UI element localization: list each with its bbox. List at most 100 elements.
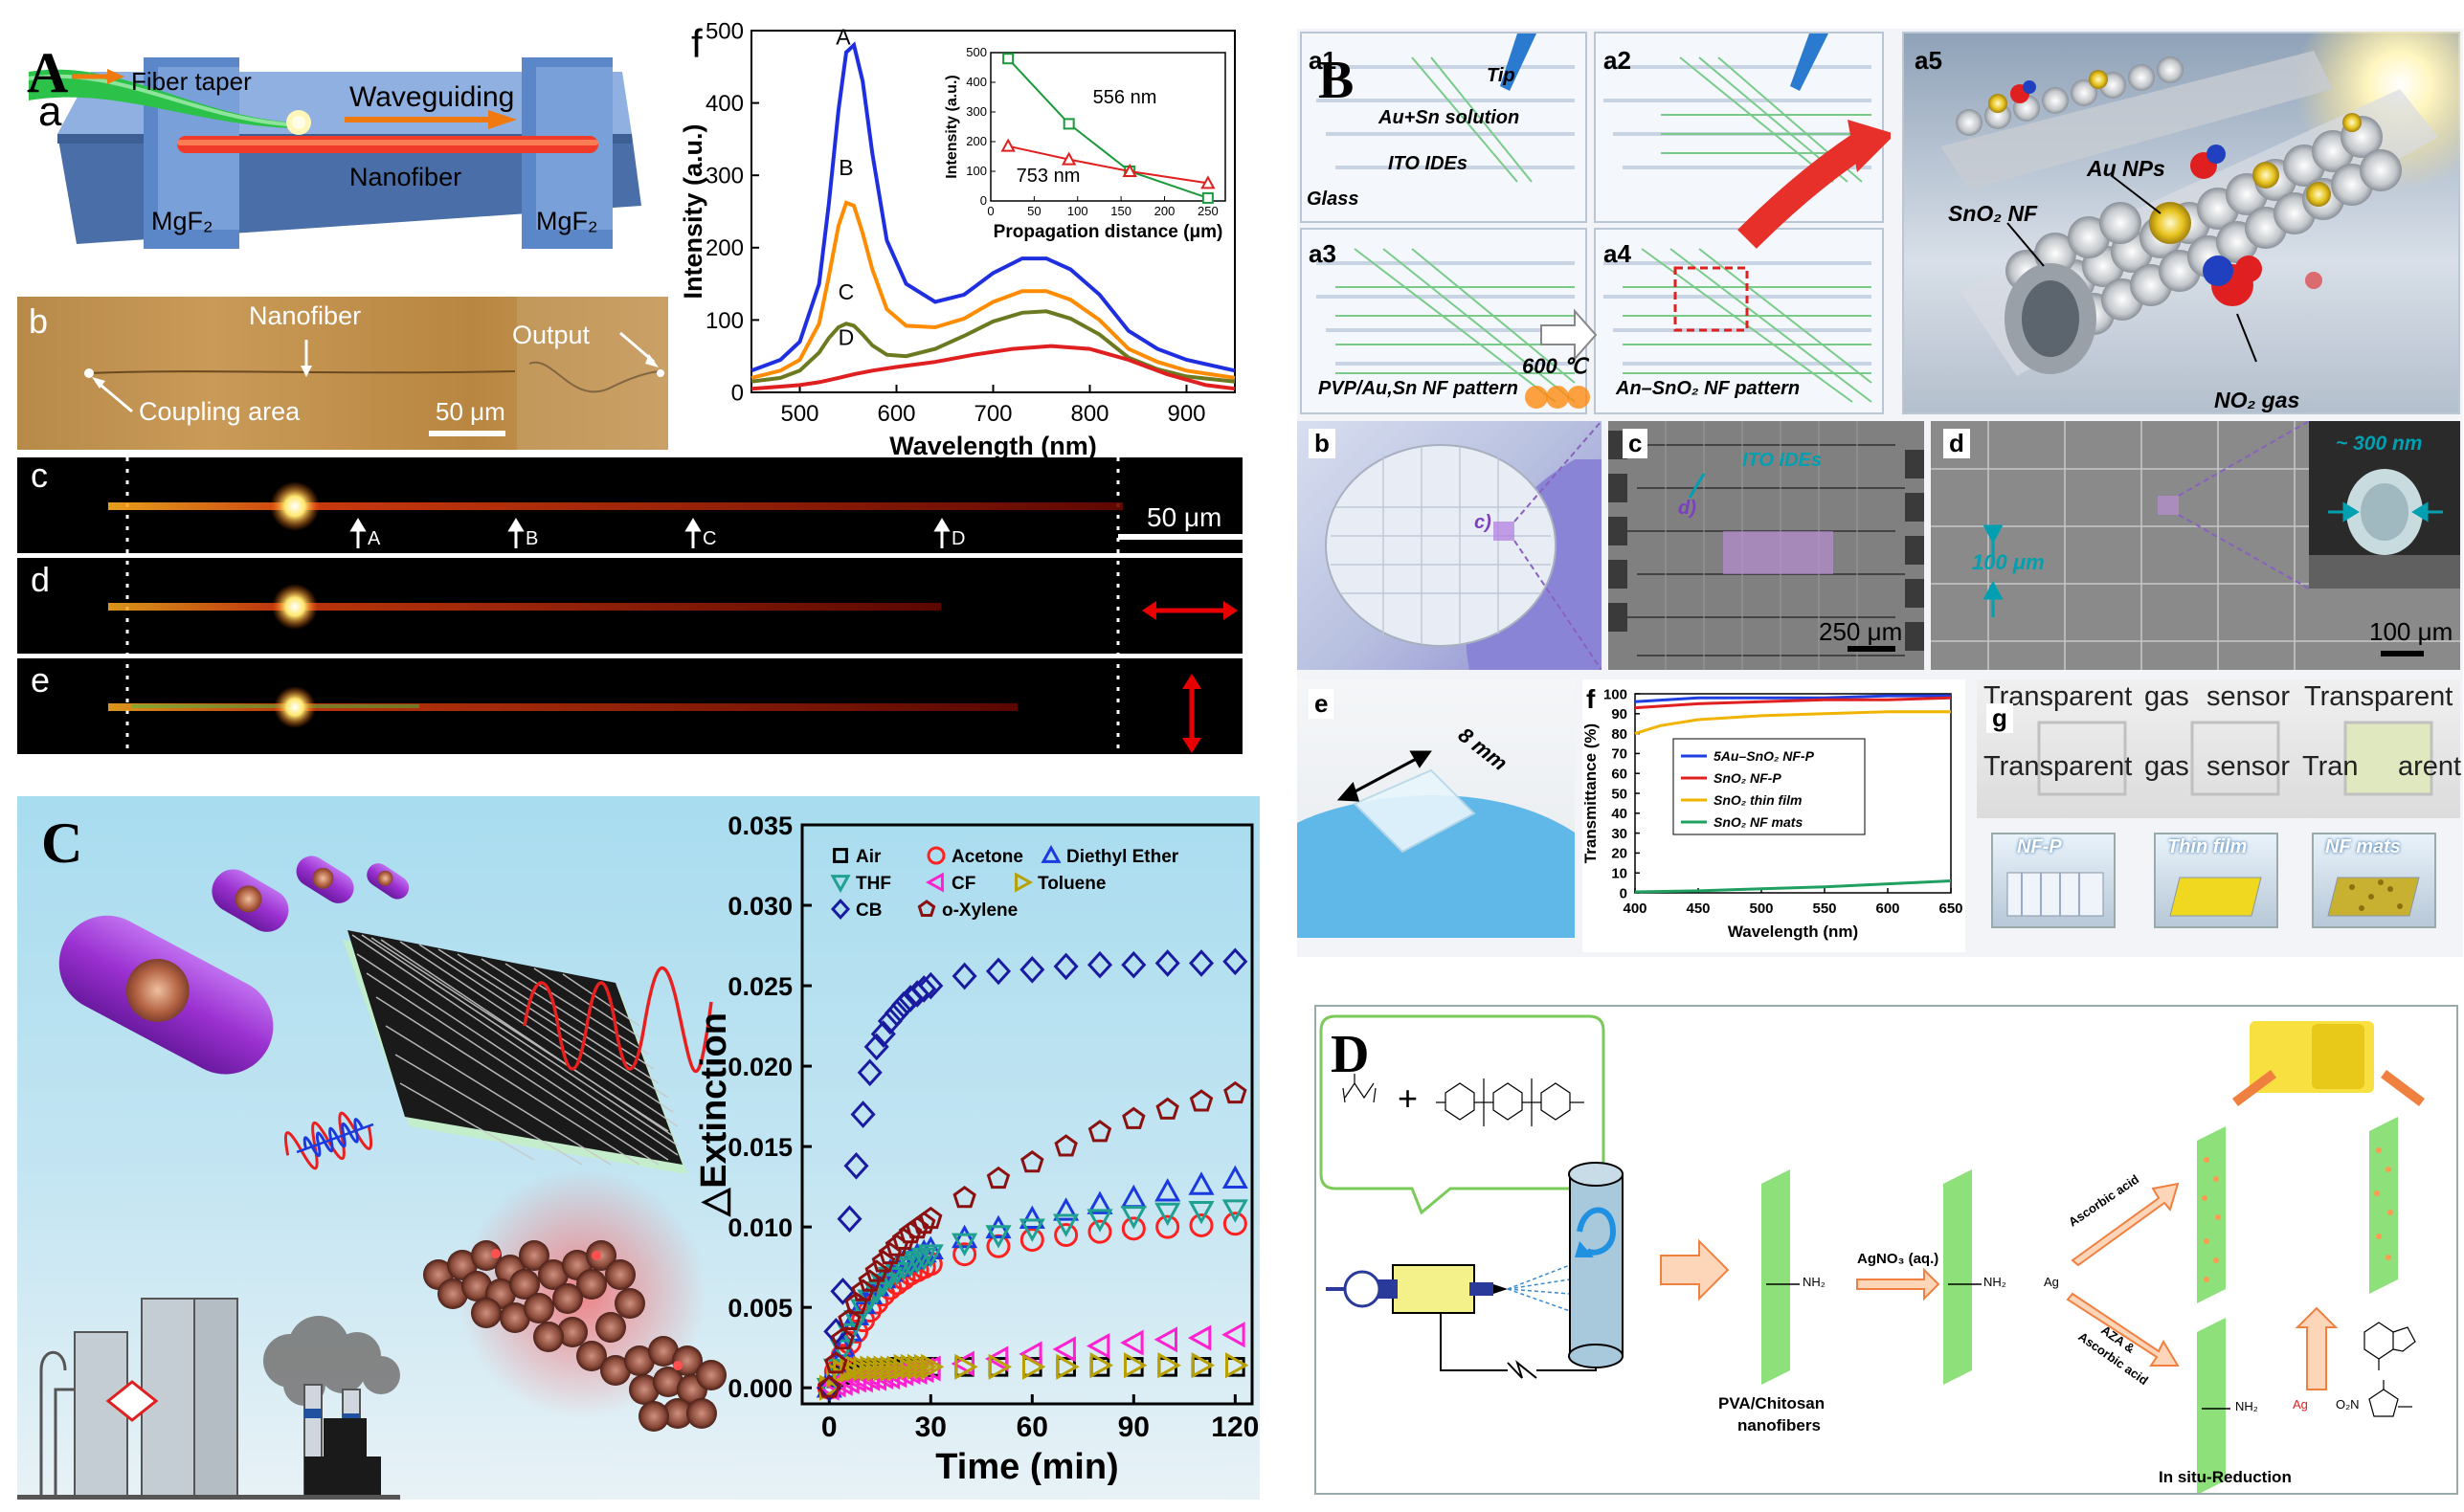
sno2-nf-label: SnO₂ NF: [1948, 201, 2038, 226]
tile-a4-label: a4: [1603, 239, 1631, 268]
transmittance-y-tick-label: 40: [1611, 806, 1627, 822]
extinction-point: [1056, 1353, 1080, 1380]
inset-y-tick-label: 0: [980, 193, 987, 208]
extinction-point: [1154, 1202, 1181, 1227]
extinction-point: [1053, 952, 1079, 981]
waveguiding-label: Waveguiding: [349, 81, 515, 113]
scale-bar-b-label: 50 μm: [436, 397, 505, 426]
extinction-point: [905, 1215, 930, 1239]
extinction-y-tick-label: 0.005: [728, 1294, 793, 1323]
inset-y-tick-label: 100: [966, 164, 987, 178]
panel-label-c-big: C: [41, 812, 83, 875]
inset-x-tick-label: 200: [1154, 204, 1176, 218]
extinction-legend-label: CB: [856, 901, 882, 921]
extinction-x-axis-title: Time (min): [935, 1447, 1118, 1485]
transmittance-line-1: [1634, 696, 1952, 710]
extinction-point: [1155, 1097, 1179, 1120]
callout-bubble: [1319, 1014, 1605, 1215]
extinction-point: [1154, 1178, 1181, 1202]
extinction-point: [1022, 1353, 1046, 1380]
ag-fiber-top: [2197, 1126, 2226, 1303]
extinction-point: [846, 1355, 870, 1382]
arrow-ascorbic: [2071, 1182, 2180, 1267]
extinction-legend-label: o-Xylene: [942, 901, 1018, 921]
extinction-point: [1087, 1120, 1112, 1143]
extinction-point: [1086, 1209, 1113, 1233]
spectrum-x-tick-label: 600: [877, 401, 915, 427]
extinction-point: [1154, 949, 1180, 977]
extinction-point: [1019, 1228, 1044, 1253]
extinction-point: [860, 1355, 884, 1382]
mark-a: A: [368, 528, 381, 549]
extinction-x-tick-label: 0: [821, 1412, 838, 1443]
extinction-point: [1087, 1219, 1112, 1244]
inset-plot-frame: [990, 52, 1226, 202]
micrograph-d: [1931, 421, 2460, 670]
photo-b-mark: c): [1474, 512, 1491, 533]
mark-b: B: [526, 528, 539, 549]
size-300nm-label: ~ 300 nm: [2336, 433, 2423, 455]
extinction-point: [857, 1280, 884, 1304]
extinction-series-5: [819, 1352, 1249, 1401]
extinction-point: [1189, 1212, 1214, 1237]
inset-point: [1063, 118, 1075, 130]
extinction-point: [873, 1355, 897, 1382]
ito-ides-c-label: ITO IDEs: [1742, 450, 1822, 471]
extinction-y-tick-label: 0.025: [728, 972, 793, 1001]
red-wave-out: [523, 966, 713, 1074]
transmittance-x-tick-label: 400: [1623, 901, 1646, 917]
extinction-y-tick-label: 0.015: [728, 1133, 793, 1162]
tile-nf-p-label: NF-P: [2017, 836, 2062, 857]
extinction-legend-marker: [830, 875, 851, 894]
au-nps-label: Au NPs: [2087, 156, 2165, 181]
extinction-point: [951, 1350, 974, 1377]
extinction-point: [893, 1353, 918, 1380]
transmittance-x-axis-title: Wavelength (nm): [1728, 923, 1858, 941]
inset-x-tick-label: 250: [1198, 204, 1219, 218]
transmittance-y-axis-title: Transmittance (%): [1582, 723, 1600, 863]
spectrum-curve-label: B: [839, 155, 853, 180]
nanofiber-slab-1: [1761, 1169, 1790, 1385]
inset-series-label: 556 nm: [1093, 87, 1157, 108]
extinction-point: [1188, 1201, 1215, 1225]
extinction-point: [866, 1355, 890, 1382]
chart-f-label: f: [1586, 684, 1596, 714]
g-row2-word-5: arent: [2398, 751, 2462, 782]
extinction-point: [884, 999, 909, 1027]
extinction-point: [954, 1353, 978, 1380]
extinction-legend-marker: [917, 900, 936, 917]
extinction-point: [830, 1278, 856, 1305]
spectrum-line-D: [750, 344, 1236, 391]
inset-point: [1002, 53, 1015, 65]
factory-drawing: [17, 1298, 400, 1500]
ag-fiber-bottom: [2197, 1318, 2226, 1493]
inset-y-tick-label: 500: [966, 45, 987, 59]
extinction-point: [1019, 955, 1045, 984]
inset-line-0: [1007, 57, 1209, 199]
extinction-point: [1223, 1080, 1247, 1104]
scale-bar-c-label: 50 μm: [1147, 502, 1222, 532]
nanofiber-label: Nanofiber: [349, 163, 462, 191]
inset-line-1: [1007, 145, 1209, 185]
extinction-point: [917, 1244, 944, 1268]
extinction-legend-marker: [833, 848, 848, 863]
ag-label-1: Ag: [2044, 1275, 2059, 1289]
extinction-point: [837, 1205, 862, 1234]
inset-series-label: 753 nm: [1017, 166, 1081, 187]
tile-a3-label: a3: [1309, 239, 1336, 268]
extinction-point: [853, 1355, 877, 1382]
tip-label: Tip: [1487, 65, 1515, 86]
extinction-x-tick-label: 60: [1017, 1412, 1048, 1443]
extinction-point: [900, 1353, 925, 1380]
extinction-x-tick-label: 120: [1211, 1412, 1259, 1443]
extinction-point: [1221, 1165, 1248, 1189]
extinction-point: [910, 1247, 937, 1272]
extinction-point: [904, 1251, 930, 1275]
g-row1-word-4: Transparent: [2304, 681, 2453, 712]
spectrum-y-tick-label: 300: [706, 164, 744, 189]
tile-nf-mats-label: NF mats: [2325, 836, 2401, 857]
transmittance-legend-label: SnO₂ NF mats: [1714, 814, 1803, 830]
extinction-point: [921, 1353, 945, 1380]
nh2-label-3: NH₂: [2235, 1399, 2258, 1413]
extinction-legend-label: CF: [952, 874, 975, 894]
